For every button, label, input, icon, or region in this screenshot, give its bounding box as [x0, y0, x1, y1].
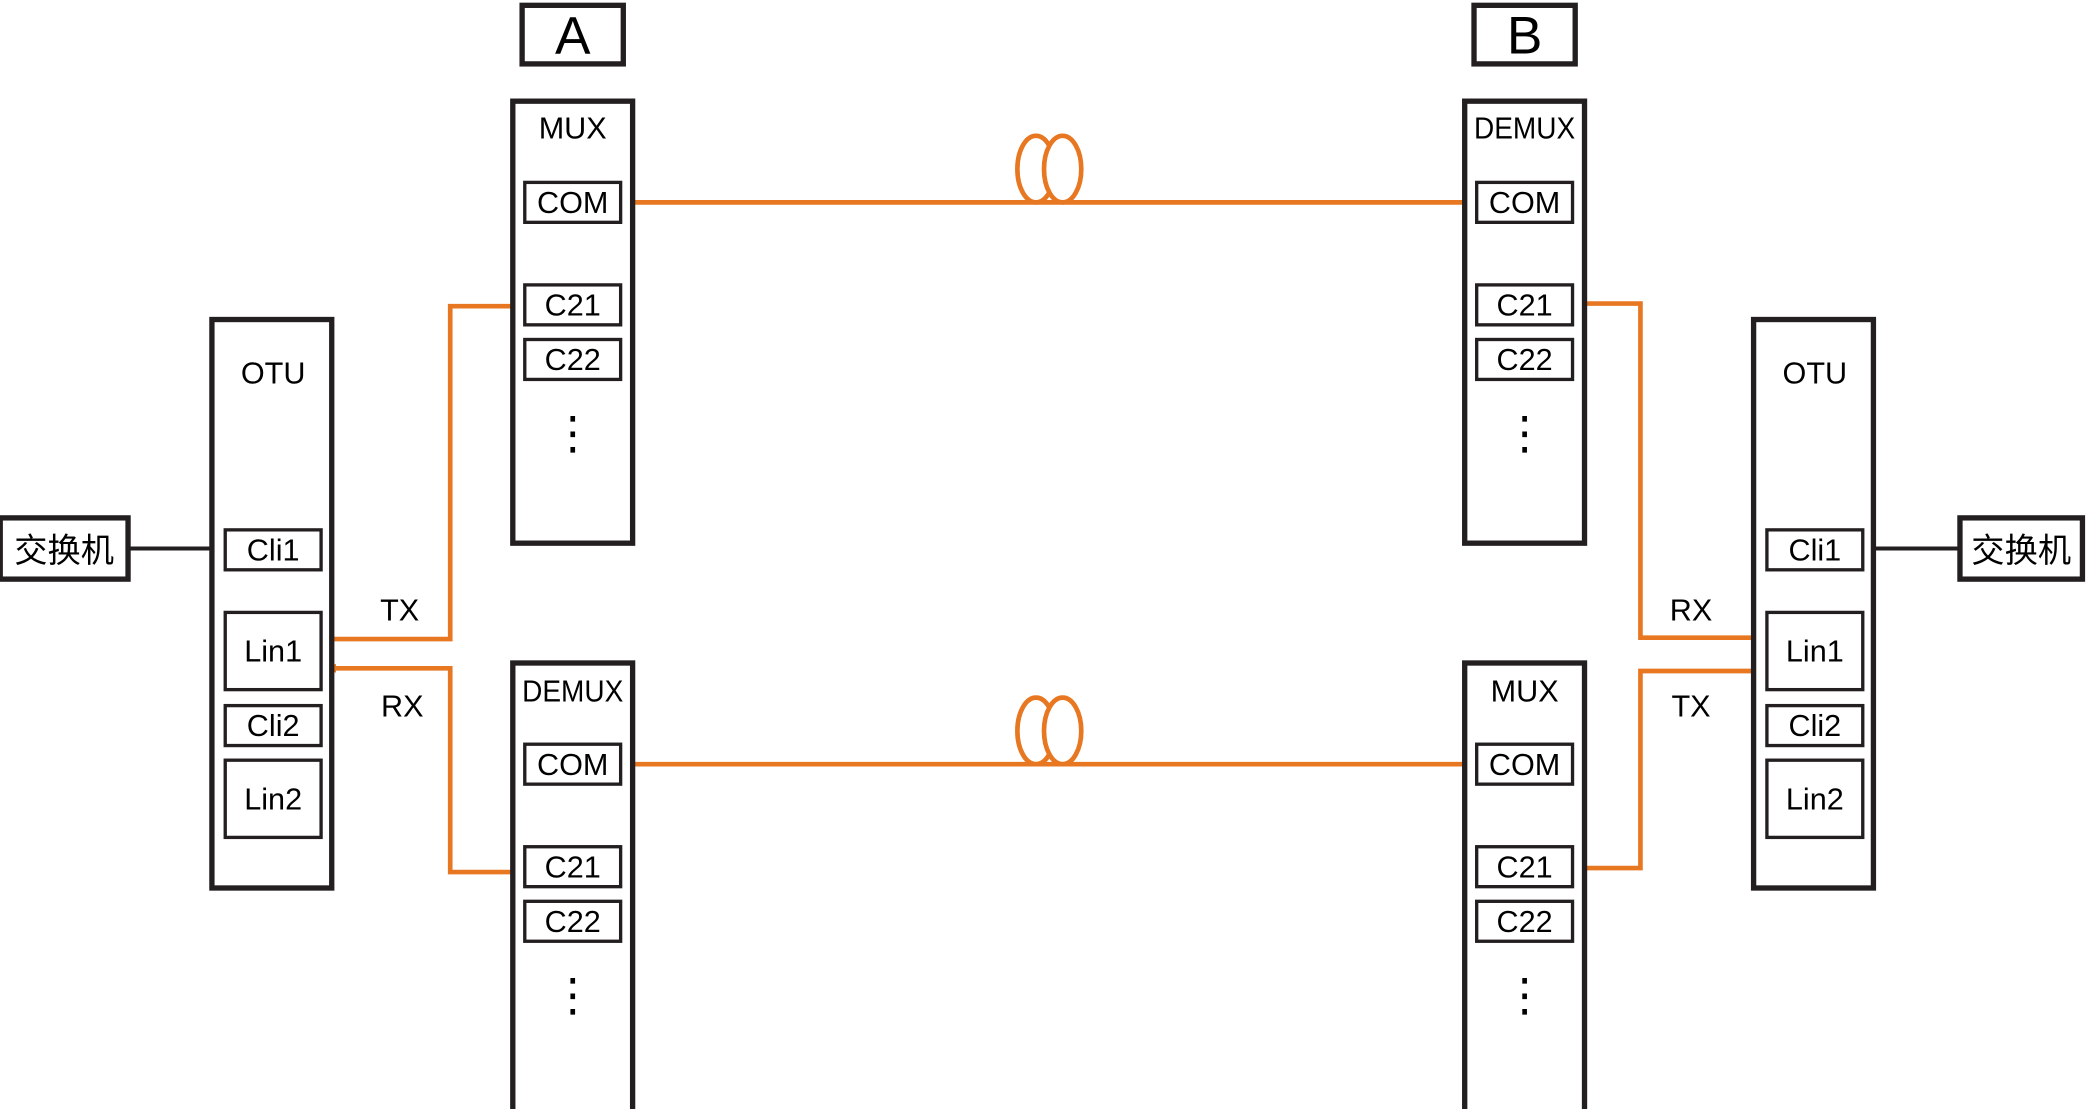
mux-a-port-c21: C21	[523, 283, 623, 327]
diagram-label: B	[1507, 6, 1543, 65]
demux-b-port-c21: C21	[1475, 283, 1575, 327]
fiber-b-tx-to-mux-c21	[1575, 668, 1769, 873]
site-label-a: A	[519, 2, 626, 67]
demux-b: DEMUX COM C21 C22 ⋮	[1462, 98, 1588, 546]
fiber-links	[319, 197, 1769, 875]
diagram-label: C21	[545, 289, 601, 323]
otu-a-port-lin2: Lin2	[223, 758, 323, 840]
diagram-label: Lin2	[244, 782, 302, 816]
demux-b-port-c22: C22	[1475, 337, 1575, 382]
diagram-label: Lin1	[1786, 635, 1844, 669]
diagram-label: C22	[1497, 343, 1553, 377]
demux-a-port-c22: C22	[523, 899, 623, 943]
diagram-label: C22	[545, 905, 601, 939]
demux-b-port-com: COM	[1475, 180, 1575, 224]
otu-a-port-cli1: Cli1	[223, 528, 323, 572]
mux-b-more-channels: ⋮	[1502, 969, 1547, 1020]
site-label-b: B	[1471, 2, 1578, 67]
diagram-label: Cli1	[247, 533, 300, 567]
switch-a: 交换机	[0, 515, 131, 582]
diagram-label: 交换机	[1971, 533, 2071, 570]
mux-b-port-c22: C22	[1475, 899, 1575, 943]
diagram-label: Cli2	[1788, 709, 1841, 743]
mux-a-port-com: COM	[523, 180, 623, 224]
label-a-rx: RX	[381, 689, 424, 723]
diagram-label: COM	[537, 748, 608, 782]
otu-a: OTU Cli1 Lin1 Cli2 Lin2	[209, 316, 335, 891]
otu-b-port-lin2: Lin2	[1765, 758, 1865, 840]
demux-a-more-channels: ⋮	[550, 969, 595, 1020]
mux-b: MUX COM C21 C22 ⋮	[1462, 660, 1588, 1109]
demux-b-title: DEMUX	[1474, 111, 1575, 145]
diagram-label: C22	[1497, 905, 1553, 939]
fiber-a-demux-c21-to-rx	[326, 663, 525, 875]
diagram-label: COM	[537, 186, 608, 220]
otu-b-port-cli2: Cli2	[1765, 703, 1865, 748]
fiber-coil-top	[1015, 133, 1084, 205]
diagram-label: Lin2	[1786, 782, 1844, 816]
label-b-tx: TX	[1671, 689, 1710, 723]
diagram-label: Cli1	[1788, 533, 1841, 567]
mux-a-port-c22: C22	[523, 337, 623, 382]
otu-b-title: OTU	[1783, 356, 1848, 390]
demux-a-port-c21: C21	[523, 845, 623, 889]
mux-b-port-com: COM	[1475, 742, 1575, 786]
otu-b: OTU Cli1 Lin1 Cli2 Lin2	[1750, 316, 1877, 891]
demux-a-title: DEMUX	[522, 675, 623, 709]
diagram-label: A	[555, 6, 591, 65]
label-a-tx: TX	[380, 593, 419, 627]
demux-a: DEMUX COM C21 C22 ⋮	[510, 660, 636, 1109]
mux-b-title: MUX	[1491, 675, 1559, 709]
demux-b-more-channels: ⋮	[1502, 408, 1547, 459]
otu-b-port-cli1: Cli1	[1765, 528, 1865, 572]
mux-a-more-channels: ⋮	[550, 408, 595, 459]
diagram-label: 交换机	[14, 533, 114, 570]
diagram-label: C21	[1497, 289, 1553, 323]
diagram-label: COM	[1489, 748, 1560, 782]
diagram-label: COM	[1489, 186, 1560, 220]
fiber-a-tx-to-mux-c21	[319, 301, 524, 642]
fiber-coil-bottom	[1015, 695, 1084, 767]
diagram-label: C21	[545, 850, 601, 884]
diagram-label: Cli2	[247, 709, 300, 743]
mux-a: MUX COM C21 C22 ⋮	[510, 98, 636, 546]
mux-a-title: MUX	[539, 111, 607, 145]
fiber-b-demux-c21-to-rx	[1573, 301, 1764, 643]
diagram-label: C22	[545, 343, 601, 377]
diagram-label: Lin1	[244, 635, 302, 669]
label-b-rx: RX	[1670, 593, 1713, 627]
otu-a-port-lin1: Lin1	[223, 610, 323, 692]
otu-b-port-lin1: Lin1	[1765, 610, 1865, 692]
diagram-label: C21	[1497, 850, 1553, 884]
otu-a-port-cli2: Cli2	[223, 703, 323, 748]
demux-a-port-com: COM	[523, 742, 623, 786]
switch-b: 交换机	[1957, 515, 2086, 582]
mux-b-port-c21: C21	[1475, 845, 1575, 889]
otu-a-title: OTU	[241, 356, 306, 390]
